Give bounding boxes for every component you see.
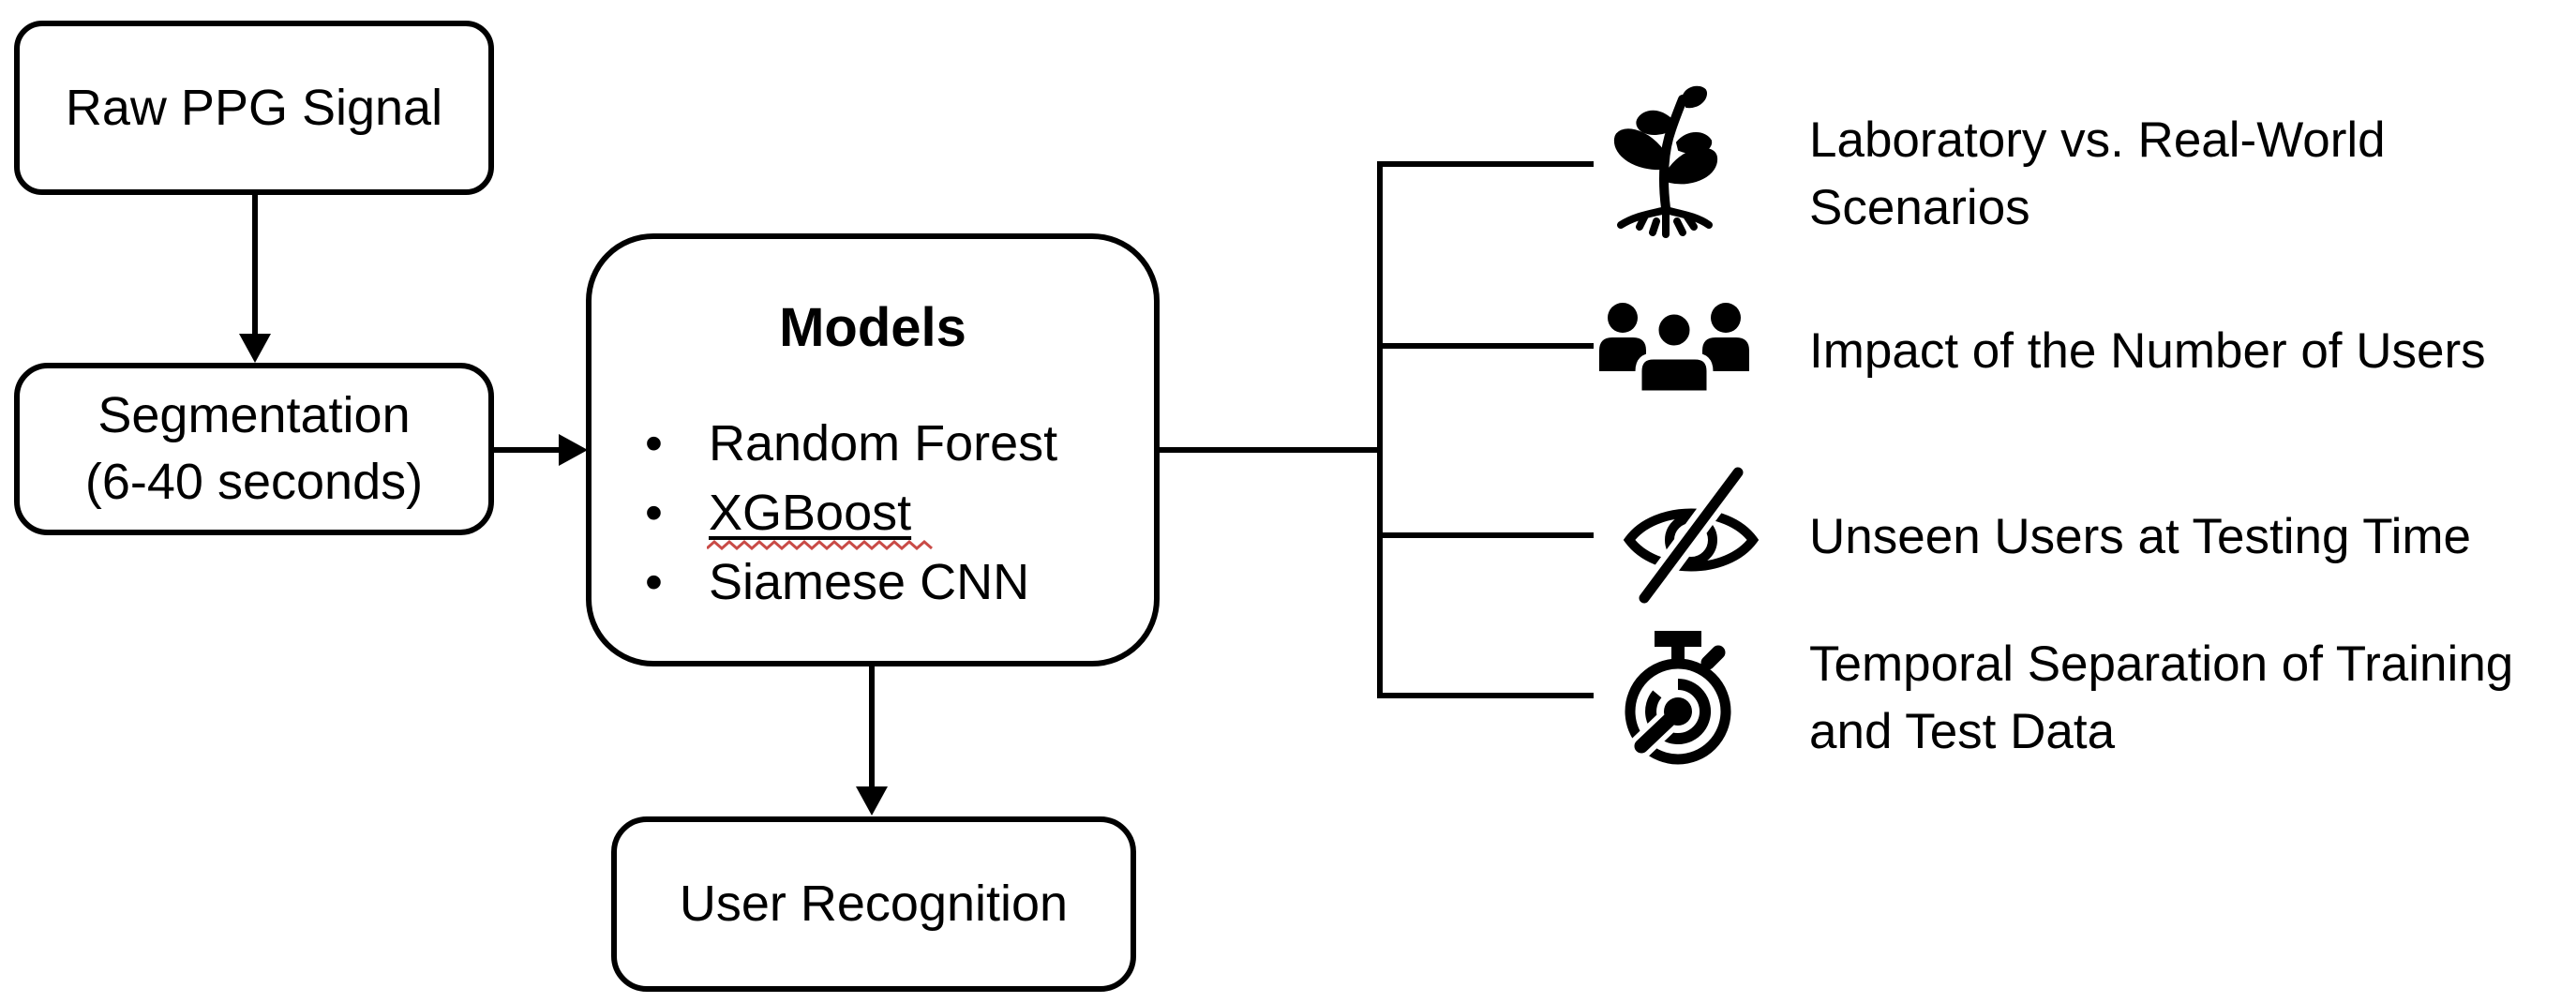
stopwatch-icon bbox=[1625, 631, 1731, 765]
aspect-label-unseen-users: Unseen Users at Testing Time bbox=[1809, 503, 2471, 571]
aspect-line: Unseen Users at Testing Time bbox=[1809, 509, 2472, 564]
connector-segmentation-to-models bbox=[494, 447, 562, 453]
eye-slash-icon bbox=[1623, 467, 1760, 604]
aspect-label-lab-vs-real-world: Laboratory vs. Real-World Scenarios bbox=[1809, 107, 2386, 242]
plant-icon bbox=[1613, 85, 1718, 238]
list-item-siamese-cnn: Siamese CNN bbox=[645, 547, 1132, 617]
arrowhead-down-icon bbox=[239, 334, 271, 363]
node-raw-ppg-signal: Raw PPG Signal bbox=[14, 21, 494, 195]
node-segmentation: Segmentation (6-40 seconds) bbox=[14, 363, 494, 535]
connector-raw-to-segmentation bbox=[252, 195, 258, 337]
aspect-line: and Test Data bbox=[1809, 704, 2116, 759]
connector-models-to-branch bbox=[1160, 447, 1380, 453]
aspect-label-number-of-users: Impact of the Number of Users bbox=[1809, 318, 2486, 385]
segmentation-label-line2: (6-40 seconds) bbox=[84, 454, 424, 510]
connector-models-to-user-recognition bbox=[869, 666, 875, 790]
people-icon bbox=[1599, 303, 1749, 396]
aspect-line: Scenarios bbox=[1809, 180, 2030, 235]
aspect-line: Temporal Separation of Training bbox=[1809, 636, 2514, 692]
list-item-xgboost: XGBoost bbox=[645, 478, 1132, 550]
branch-line-4 bbox=[1380, 693, 1594, 698]
model-label: Random Forest bbox=[709, 415, 1058, 472]
segmentation-label-line1: Segmentation bbox=[97, 387, 411, 443]
arrowhead-right-icon bbox=[559, 434, 588, 466]
raw-ppg-label: Raw PPG Signal bbox=[65, 79, 443, 136]
aspect-line: Laboratory vs. Real-World bbox=[1809, 112, 2386, 168]
aspect-label-temporal-separation: Temporal Separation of Training and Test… bbox=[1809, 631, 2513, 766]
node-models: Models Random Forest XGBoost Siamese CNN bbox=[586, 233, 1160, 666]
spellcheck-squiggle-icon bbox=[707, 540, 933, 550]
branch-line-2 bbox=[1380, 343, 1594, 349]
branch-line-3 bbox=[1380, 532, 1594, 538]
node-user-recognition: User Recognition bbox=[611, 816, 1136, 992]
arrowhead-down-icon bbox=[856, 786, 888, 816]
models-title: Models bbox=[779, 297, 966, 358]
user-recognition-label: User Recognition bbox=[679, 876, 1069, 932]
branch-line-1 bbox=[1380, 161, 1594, 167]
model-label: XGBoost bbox=[709, 485, 912, 541]
aspect-line: Impact of the Number of Users bbox=[1809, 323, 2486, 379]
model-label: Siamese CNN bbox=[709, 554, 1030, 610]
list-item-random-forest: Random Forest bbox=[645, 409, 1132, 478]
models-list: Random Forest XGBoost Siamese CNN bbox=[645, 409, 1132, 617]
branch-trunk-line bbox=[1377, 161, 1383, 698]
